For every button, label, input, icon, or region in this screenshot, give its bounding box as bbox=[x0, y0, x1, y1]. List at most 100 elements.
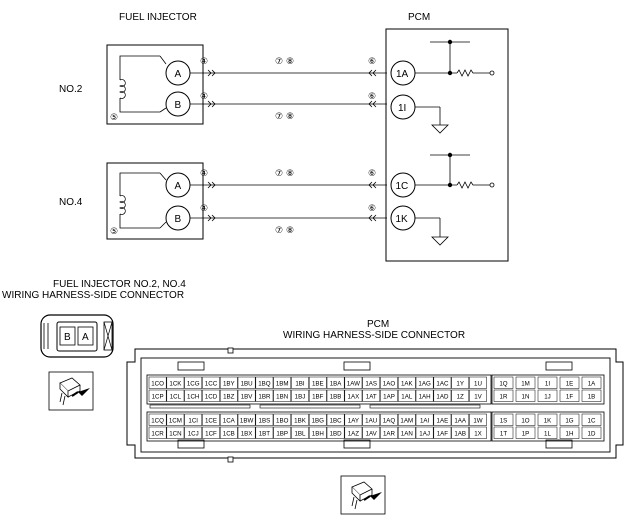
pcm-pin-cell bbox=[581, 376, 602, 389]
pcm-pin-label: 1AB bbox=[454, 430, 466, 437]
pcm-pin-cell bbox=[219, 389, 238, 402]
pcm-pin-cell bbox=[344, 389, 363, 402]
fuel-injector-label: FUEL INJECTOR bbox=[119, 12, 197, 23]
pcm-pin-cell bbox=[537, 376, 558, 389]
pcm-pin-label: 1BR bbox=[258, 393, 271, 400]
pcm-pin-cell bbox=[559, 413, 580, 426]
pcm-pin-cell bbox=[308, 426, 327, 439]
pcm-pin-label: 1BH bbox=[312, 430, 324, 437]
pcm-pin-cell bbox=[184, 376, 203, 389]
pcm-pin-label: 1BO bbox=[276, 417, 289, 424]
pcm-connector-subtitle: WIRING HARNESS-SIDE CONNECTOR bbox=[283, 330, 465, 341]
pcm-pin-cell bbox=[255, 413, 274, 426]
pcm-pin-cell bbox=[515, 413, 536, 426]
pcm-pin-label: 1BC bbox=[330, 417, 343, 424]
svg-text:⑧: ⑧ bbox=[286, 169, 294, 179]
pcm-pin-label: 1AJ bbox=[419, 430, 430, 437]
svg-text:⑦: ⑦ bbox=[275, 226, 283, 236]
pcm-pin-cell bbox=[451, 389, 470, 402]
pcm-pin-cell bbox=[415, 389, 434, 402]
pcm-pin-cell bbox=[148, 389, 167, 402]
callout-4: ④ bbox=[200, 169, 208, 179]
pcm-pin-cell bbox=[469, 389, 487, 402]
pcm-pin-cell bbox=[184, 389, 203, 402]
pcm-pin-cell bbox=[202, 413, 220, 426]
pcm-pin-label: 1AC bbox=[436, 380, 449, 387]
pcm-pin-label: 1A bbox=[588, 380, 596, 387]
pcm-pin-cell bbox=[433, 426, 452, 439]
injector-no2-box bbox=[106, 44, 204, 125]
callout-6: ⑥ bbox=[368, 92, 376, 102]
pcm-pin-cell bbox=[415, 426, 434, 439]
pcm-pin-cell bbox=[291, 389, 309, 402]
svg-text:⑧: ⑧ bbox=[286, 57, 294, 67]
pcm-pin-label: 1AN bbox=[401, 430, 413, 437]
pcm-pin-cell bbox=[515, 426, 536, 439]
pcm-pin-label: 1AV bbox=[366, 430, 378, 437]
pcm-pin-label: 1T bbox=[500, 430, 507, 437]
pcm-pin-cell bbox=[237, 376, 256, 389]
pcm-pin-cell bbox=[166, 389, 185, 402]
pcm-pin-cell bbox=[326, 376, 345, 389]
callout-6: ⑥ bbox=[368, 204, 376, 214]
pcm-pin-label: 1BN bbox=[276, 393, 288, 400]
pcm-terminal-1a: 1A bbox=[396, 69, 409, 80]
pcm-pin-cell bbox=[397, 376, 416, 389]
pcm-pin-cell bbox=[433, 389, 452, 402]
pcm-pin-label: 1CM bbox=[169, 417, 182, 424]
pcm-pin-cell bbox=[308, 413, 327, 426]
pcm-pin-label: 1AQ bbox=[383, 417, 396, 424]
pcm-pin-label: 1BW bbox=[240, 417, 254, 424]
pcm-pin-cell bbox=[148, 426, 167, 439]
pcm-pin-label: 1C bbox=[588, 417, 596, 424]
pcm-pin-label: 1W bbox=[473, 417, 482, 424]
pcm-pin-label: 1R bbox=[500, 393, 508, 400]
pcm-pin-label: 1BJ bbox=[295, 393, 306, 400]
pcm-pin-cell bbox=[219, 376, 238, 389]
pcm-pin-cell bbox=[469, 413, 487, 426]
pcm-pin-cell bbox=[581, 413, 602, 426]
pcm-label: PCM bbox=[408, 12, 430, 23]
injector-connector-face: B A bbox=[40, 314, 114, 358]
pcm-pin-label: 1CC bbox=[205, 380, 218, 387]
pcm-terminal-1i: 1I bbox=[398, 103, 406, 114]
callout-5: ⑤ bbox=[110, 227, 118, 237]
pcm-pin-cell bbox=[291, 426, 309, 439]
pcm-pin-cell bbox=[559, 426, 580, 439]
pcm-pin-label: 1BM bbox=[276, 380, 289, 387]
pcm-pin-label: 1AD bbox=[436, 393, 449, 400]
pcm-pin-label: 1Z bbox=[457, 393, 464, 400]
pcm-pin-label: 1CH bbox=[187, 393, 199, 400]
pcm-pin-cell bbox=[581, 389, 602, 402]
pcm-pin-label: 1AX bbox=[348, 393, 360, 400]
pcm-pin-cell bbox=[559, 389, 580, 402]
pcm-pin-label: 1CQ bbox=[151, 417, 164, 424]
pcm-pin-cell bbox=[344, 376, 363, 389]
pcm-pin-label: 1M bbox=[521, 380, 530, 387]
pcm-pin-cell bbox=[559, 376, 580, 389]
pcm-pin-cell bbox=[362, 389, 381, 402]
connector-hand-icon bbox=[340, 475, 386, 515]
pcm-pin-label: 1AW bbox=[347, 380, 360, 387]
pcm-pin-label: 1BP bbox=[276, 430, 288, 437]
pcm-pin-cell bbox=[515, 376, 536, 389]
pcm-pin-label: 1BZ bbox=[223, 393, 235, 400]
terminal-b-label: B bbox=[175, 214, 182, 225]
pcm-pin-label: 1CR bbox=[151, 430, 164, 437]
pcm-pin-label: 1CN bbox=[169, 430, 181, 437]
pcm-pin-cell bbox=[469, 376, 487, 389]
injector-connector-title: FUEL INJECTOR NO.2, NO.4 bbox=[53, 279, 186, 290]
pcm-pin-label: 1P bbox=[522, 430, 530, 437]
coil-icon bbox=[119, 79, 126, 99]
pcm-pin-label: 1L bbox=[544, 430, 551, 437]
pcm-pin-cell bbox=[184, 426, 203, 439]
pcm-pin-cell bbox=[237, 389, 256, 402]
pcm-pin-label: 1AG bbox=[418, 380, 431, 387]
pcm-pin-cell bbox=[493, 426, 514, 439]
pcm-pin-cell bbox=[433, 376, 452, 389]
pcm-pin-label: 1CJ bbox=[188, 430, 199, 437]
pcm-pin-label: 1Y bbox=[456, 380, 464, 387]
